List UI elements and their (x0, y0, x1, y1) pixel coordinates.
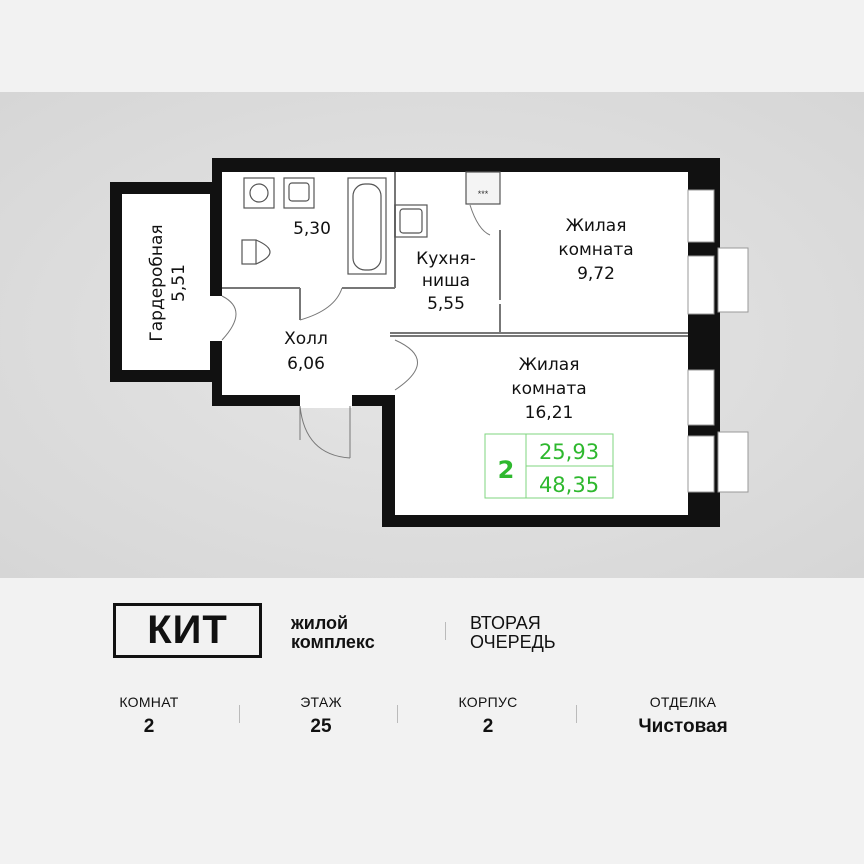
room-kitchen-name2: ниша (422, 271, 470, 291)
badge-living-area: 25,93 (539, 440, 599, 464)
area-badge: 2 25,93 48,35 (484, 433, 614, 499)
logo-text: КИТ (147, 608, 228, 652)
partitions (221, 172, 688, 459)
stat-value: 2 (143, 716, 155, 737)
bathtub-icon (347, 177, 387, 275)
washing-machine-icon (243, 177, 275, 209)
windows (687, 189, 749, 493)
divider (397, 705, 398, 723)
room-bathroom-area: 5,30 (293, 219, 331, 239)
room-labels: Гардеробная 5,51 5,30 Кухня- ниша 5,55 Ж… (147, 216, 634, 423)
room-living1-area: 9,72 (577, 264, 615, 284)
room-hall-area: 6,06 (287, 354, 325, 374)
stat-value: 25 (310, 716, 332, 737)
divider (239, 705, 240, 723)
room-living2-name2: комната (511, 379, 586, 399)
badge-rooms: 2 (498, 456, 515, 484)
room-kitchen-name: Кухня- (416, 249, 476, 269)
room-living1-name: Жилая (566, 216, 627, 236)
brand-tagline: жилой комплекс (291, 614, 375, 652)
room-living2-area: 16,21 (525, 403, 574, 423)
room-living2-name: Жилая (519, 355, 580, 375)
stat-label: ОТДЕЛКА (649, 694, 717, 710)
stat-floor: ЭТАЖ 25 (251, 694, 391, 738)
room-kitchen-area: 5,55 (427, 294, 465, 314)
stat-label: КОРПУС (458, 694, 518, 710)
room-hall-name: Холл (284, 329, 328, 349)
stat-rooms: КОМНАТ 2 (79, 694, 219, 738)
stat-label: ЭТАЖ (300, 694, 342, 710)
room-living1-name2: комната (558, 240, 633, 260)
stat-label: КОМНАТ (119, 694, 179, 710)
tagline-line1: жилой (291, 613, 349, 633)
divider (445, 622, 446, 640)
divider (576, 705, 577, 723)
phase-line1: ВТОРАЯ (470, 613, 541, 633)
room-wardrobe-name: Гардеробная (147, 224, 167, 341)
brand-logo: КИТ (113, 603, 262, 658)
stat-value: 2 (482, 716, 494, 737)
stove-icon (465, 171, 501, 205)
sink-icon (283, 177, 315, 209)
badge-total-area: 48,35 (539, 473, 599, 497)
tagline-line2: комплекс (291, 632, 375, 652)
room-wardrobe-area: 5,51 (169, 264, 189, 302)
kitchen-sink-icon (394, 204, 428, 238)
toilet-icon (241, 239, 257, 265)
phase-line2: ОЧЕРЕДЬ (470, 632, 556, 652)
svg-text:***: *** (478, 189, 489, 199)
stat-finish: ОТДЕЛКА Чистовая (613, 694, 753, 738)
fixtures: *** (241, 171, 501, 275)
stat-building: КОРПУС 2 (418, 694, 558, 738)
walls (110, 158, 720, 527)
stat-value: Чистовая (638, 716, 728, 737)
phase-label: ВТОРАЯ ОЧЕРЕДЬ (470, 614, 556, 652)
